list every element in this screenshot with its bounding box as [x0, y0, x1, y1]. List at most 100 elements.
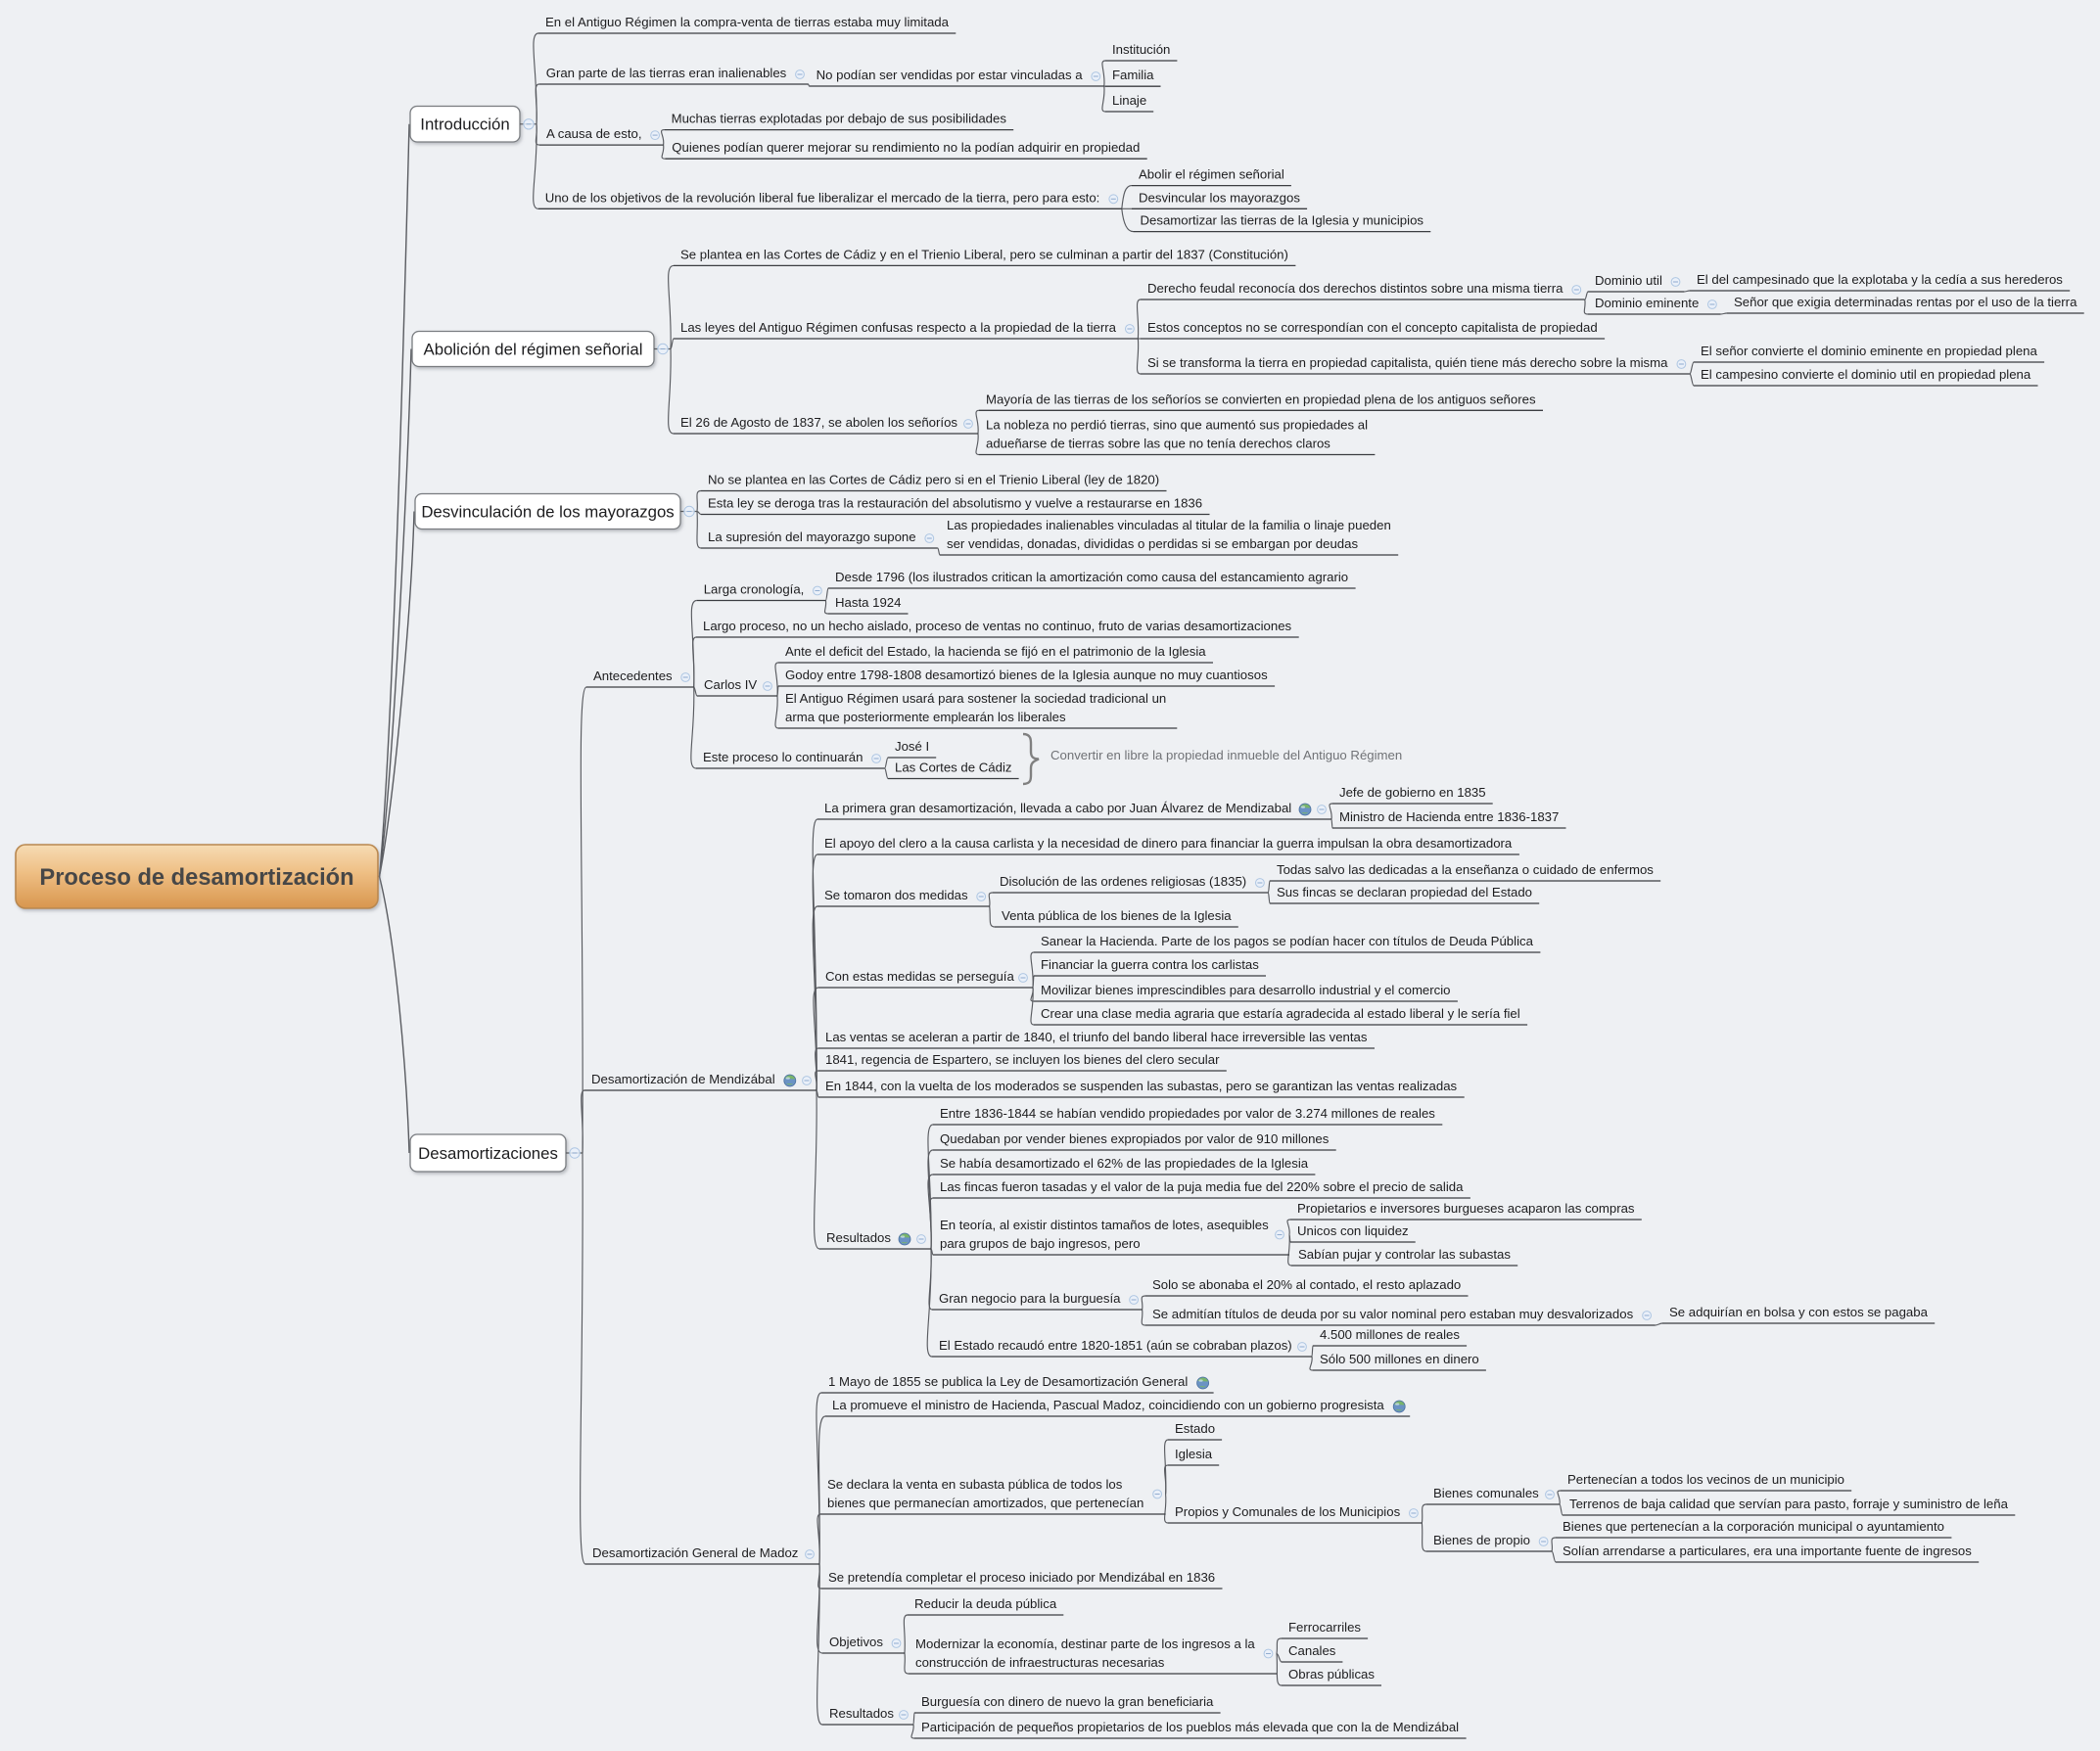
svg-text:Jefe de gobierno en 1835: Jefe de gobierno en 1835 [1339, 785, 1486, 800]
svg-text:Se había desamortizado el 62%: Se había desamortizado el 62% de las pro… [940, 1156, 1309, 1171]
svg-text:Familia: Familia [1112, 68, 1154, 82]
svg-text:Se adquirían en bolsa y con es: Se adquirían en bolsa y con estos se pag… [1669, 1305, 1929, 1319]
svg-text:Derecho feudal reconocía dos d: Derecho feudal reconocía dos derechos di… [1147, 281, 1563, 296]
svg-text:Las leyes del Antiguo Régimen: Las leyes del Antiguo Régimen confusas r… [680, 320, 1117, 335]
svg-text:Godoy entre 1798-1808 desamort: Godoy entre 1798-1808 desamortizó bienes… [785, 668, 1268, 682]
svg-text:Se tomaron dos medidas: Se tomaron dos medidas [824, 888, 968, 902]
svg-text:Solían arrendarse a particular: Solían arrendarse a particulares, era un… [1563, 1544, 1972, 1558]
svg-text:Resultados: Resultados [826, 1230, 891, 1245]
svg-text:Desde 1796 (los ilustrados cri: Desde 1796 (los ilustrados critican la a… [835, 570, 1348, 584]
svg-text:Con estas medidas se perseguía: Con estas medidas se perseguía [825, 969, 1014, 984]
svg-text:Abolición del régimen señorial: Abolición del régimen señorial [424, 340, 643, 358]
svg-text:Pertenecían a todos los vecino: Pertenecían a todos los vecinos de un mu… [1567, 1472, 1844, 1487]
svg-text:Objetivos: Objetivos [829, 1635, 883, 1649]
svg-text:Hasta 1924: Hasta 1924 [835, 595, 901, 610]
svg-text:Larga cronología,: Larga cronología, [704, 582, 805, 597]
svg-text:Se plantea en las Cortes de Cá: Se plantea en las Cortes de Cádiz y en e… [680, 247, 1288, 261]
svg-text:ser vendidas, donadas, dividid: ser vendidas, donadas, divididas o perdi… [947, 536, 1358, 551]
svg-text:Muchas tierras explotadas por: Muchas tierras explotadas por debajo de … [672, 112, 1007, 126]
svg-text:Bienes que pertenecían a la co: Bienes que pertenecían a la corporación … [1563, 1519, 1944, 1534]
svg-text:Las Cortes de Cádiz: Las Cortes de Cádiz [895, 760, 1011, 775]
svg-text:Dominio eminente: Dominio eminente [1595, 296, 1699, 310]
svg-text:Se pretendía completar el proc: Se pretendía completar el proceso inicia… [828, 1570, 1215, 1585]
svg-text:Gran parte de las tierras eran: Gran parte de las tierras eran inalienab… [546, 66, 787, 80]
svg-text:Crear una clase media agraria: Crear una clase media agraria que estarí… [1041, 1006, 1520, 1021]
svg-text:arma que posteriormente emplea: arma que posteriormente emplearán los li… [785, 710, 1066, 724]
svg-text:Convertir en libre la propieda: Convertir en libre la propiedad inmueble… [1050, 748, 1402, 762]
svg-text:Señor que exigia determinadas: Señor que exigia determinadas rentas por… [1734, 295, 2077, 309]
svg-text:Propios y Comunales de los Mun: Propios y Comunales de los Municipios [1175, 1504, 1401, 1519]
svg-text:Quedaban por vender bienes exp: Quedaban por vender bienes expropiados p… [940, 1131, 1330, 1146]
svg-text:Esta ley se deroga tras la res: Esta ley se deroga tras la restauración … [708, 496, 1202, 511]
svg-text:A causa de esto,: A causa de esto, [546, 126, 642, 141]
svg-text:Ante el deficit del Estado, la: Ante el deficit del Estado, la hacienda … [785, 644, 1206, 659]
svg-text:Venta pública de los bienes de: Venta pública de los bienes de la Iglesi… [1002, 908, 1232, 923]
svg-text:El señor convierte el dominio: El señor convierte el dominio eminente e… [1701, 344, 2037, 358]
svg-text:Gran negocio para la burguesía: Gran negocio para la burguesía [939, 1291, 1121, 1306]
svg-text:Se admitían títulos de deuda p: Se admitían títulos de deuda por su valo… [1152, 1307, 1634, 1321]
svg-text:Desamortizar las tierras de la: Desamortizar las tierras de la Iglesia y… [1141, 213, 1424, 228]
svg-text:Entre 1836-1844 se habían vend: Entre 1836-1844 se habían vendido propie… [940, 1106, 1435, 1121]
svg-text:Estado: Estado [1175, 1421, 1215, 1436]
svg-text:Largo proceso, no un hecho ais: Largo proceso, no un hecho aislado, proc… [703, 619, 1292, 633]
svg-text:Desamortización de Mendizábal: Desamortización de Mendizábal [591, 1072, 775, 1086]
svg-text:La supresión del mayorazgo sup: La supresión del mayorazgo supone [708, 530, 916, 544]
svg-text:Las fincas fueron tasadas y el: Las fincas fueron tasadas y el valor de … [940, 1179, 1464, 1194]
svg-text:bienes que permanecían amortiz: bienes que permanecían amortizados, que … [827, 1496, 1143, 1510]
svg-text:Antecedentes: Antecedentes [593, 668, 673, 683]
svg-text:Solo se abonaba el 20% al cont: Solo se abonaba el 20% al contado, el re… [1152, 1277, 1461, 1292]
svg-text:Burguesía con dinero de nuevo: Burguesía con dinero de nuevo la gran be… [921, 1694, 1214, 1709]
svg-text:Las ventas se aceleran a parti: Las ventas se aceleran a partir de 1840,… [825, 1030, 1368, 1044]
svg-text:El campesino convierte el domi: El campesino convierte el dominio util e… [1701, 367, 2031, 382]
svg-text:Participación de pequeños prop: Participación de pequeños propietarios d… [921, 1720, 1459, 1734]
svg-text:Movilizar bienes imprescindibl: Movilizar bienes imprescindibles para de… [1041, 983, 1451, 997]
svg-text:La primera gran desamortizació: La primera gran desamortización, llevada… [824, 801, 1291, 815]
svg-text:adueñarse de tierras sobre las: adueñarse de tierras sobre las que no te… [986, 437, 1330, 451]
svg-text:Terrenos de baja calidad que s: Terrenos de baja calidad que servían par… [1569, 1497, 2009, 1511]
svg-text:Propietarios e inversores burg: Propietarios e inversores burgueses acap… [1297, 1201, 1635, 1216]
svg-text:Si se transforma la tierra en: Si se transforma la tierra en propiedad … [1147, 355, 1668, 370]
svg-text:Desvincular los mayorazgos: Desvincular los mayorazgos [1139, 190, 1300, 205]
svg-text:Proceso de desamortización: Proceso de desamortización [39, 865, 353, 891]
svg-text:Uno de los objetivos de la rev: Uno de los objetivos de la revolución li… [545, 190, 1100, 205]
svg-text:Unicos con liquidez: Unicos con liquidez [1297, 1223, 1409, 1238]
svg-text:José I: José I [895, 739, 929, 754]
svg-text:Introducción: Introducción [420, 115, 509, 134]
svg-text:Disolución de las ordenes reli: Disolución de las ordenes religiosas (18… [1000, 874, 1246, 889]
svg-text:Obras públicas: Obras públicas [1288, 1667, 1375, 1682]
svg-text:Financiar la guerra contra los: Financiar la guerra contra los carlistas [1041, 957, 1259, 972]
svg-text:Reducir la deuda pública: Reducir la deuda pública [914, 1596, 1057, 1611]
svg-text:El apoyo del clero a la causa: El apoyo del clero a la causa carlista y… [824, 836, 1513, 851]
svg-text:Sólo 500 millones en dinero: Sólo 500 millones en dinero [1320, 1352, 1479, 1366]
svg-text:construcción de infraestructur: construcción de infraestructuras necesar… [915, 1655, 1165, 1670]
svg-text:Desamortización General de Mad: Desamortización General de Madoz [592, 1545, 798, 1560]
svg-text:Institución: Institución [1112, 42, 1170, 57]
svg-text:En el Antiguo Régimen la compr: En el Antiguo Régimen la compra-venta de… [545, 15, 950, 29]
svg-text:En teoría, al existir distinto: En teoría, al existir distintos tamaños … [940, 1218, 1269, 1232]
svg-text:No podían ser vendidas por est: No podían ser vendidas por estar vincula… [817, 68, 1084, 82]
svg-text:Bienes de propio: Bienes de propio [1433, 1533, 1530, 1547]
svg-text:Desamortizaciones: Desamortizaciones [418, 1144, 558, 1163]
svg-text:La nobleza no perdió tierras,: La nobleza no perdió tierras, sino que a… [986, 418, 1368, 433]
svg-text:Las propiedades inalienables v: Las propiedades inalienables vinculadas … [947, 518, 1391, 532]
svg-text:Canales: Canales [1288, 1643, 1336, 1658]
svg-text:Mayoría de las tierras de los: Mayoría de las tierras de los señoríos s… [986, 392, 1536, 406]
svg-text:Bienes comunales: Bienes comunales [1433, 1486, 1539, 1500]
svg-text:para grupos de bajo ingresos,: para grupos de bajo ingresos, pero [940, 1236, 1141, 1251]
svg-text:Este proceso lo continuarán: Este proceso lo continuarán [703, 750, 863, 764]
svg-text:El del campesinado que la expl: El del campesinado que la explotaba y la… [1697, 272, 2063, 287]
svg-text:Estos conceptos no se correspo: Estos conceptos no se correspondían con … [1147, 320, 1598, 335]
svg-text:El Estado recaudó entre 1820-1: El Estado recaudó entre 1820-1851 (aún s… [939, 1338, 1292, 1353]
svg-text:1 Mayo de 1855 se publica la L: 1 Mayo de 1855 se publica la Ley de Desa… [828, 1374, 1188, 1389]
svg-text:Ferrocarriles: Ferrocarriles [1288, 1620, 1361, 1635]
svg-text:Dominio util: Dominio util [1595, 273, 1662, 288]
svg-text:Carlos IV: Carlos IV [704, 677, 757, 692]
svg-text:Quienes podían querer mejorar: Quienes podían querer mejorar su rendimi… [672, 140, 1140, 155]
svg-text:Se declara la venta en subasta: Se declara la venta en subasta pública d… [827, 1477, 1123, 1492]
svg-text:En 1844, con la vuelta de los: En 1844, con la vuelta de los moderados … [825, 1079, 1458, 1093]
svg-text:Ministro de Hacienda entre 183: Ministro de Hacienda entre 1836-1837 [1339, 809, 1559, 824]
svg-text:Desvinculación de los mayorazg: Desvinculación de los mayorazgos [421, 502, 674, 521]
svg-text:La promueve el ministro de Hac: La promueve el ministro de Hacienda, Pas… [832, 1398, 1384, 1412]
svg-text:Sanear la Hacienda. Parte de l: Sanear la Hacienda. Parte de los pagos s… [1041, 934, 1534, 948]
svg-text:Modernizar la economía, destin: Modernizar la economía, destinar parte d… [915, 1636, 1255, 1651]
